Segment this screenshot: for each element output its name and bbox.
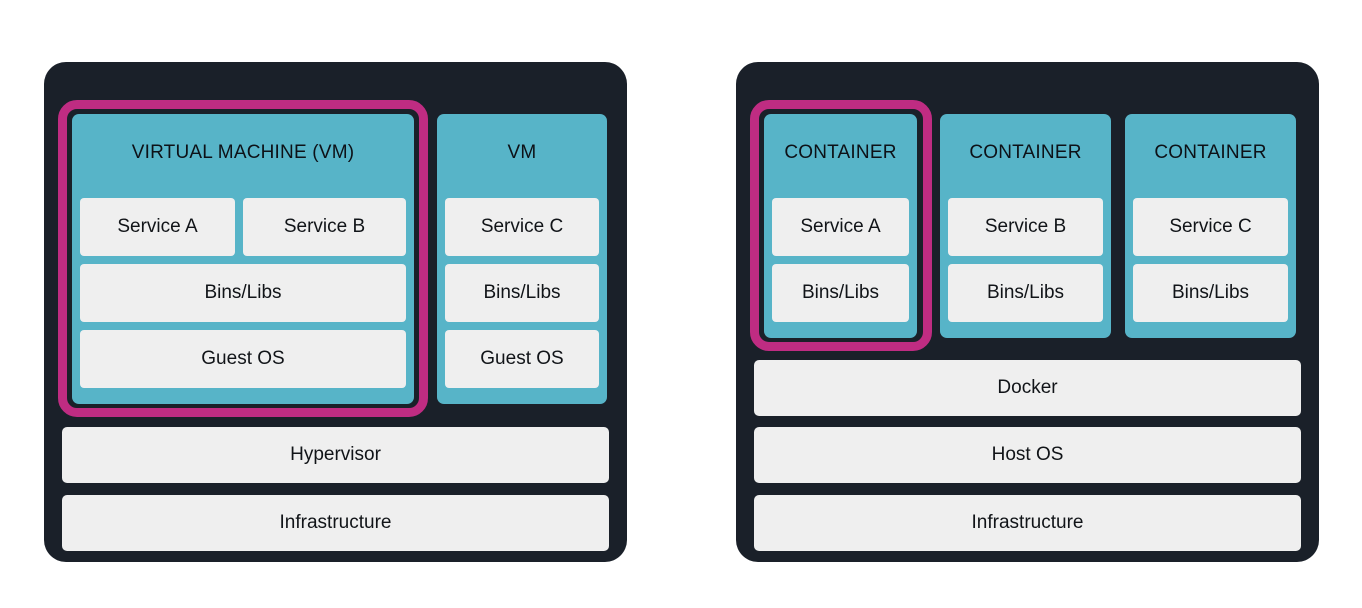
- vm-stack-1[interactable]: VIRTUAL MACHINE (VM) Service A Service B…: [72, 114, 414, 404]
- container-stack-1-binslibs[interactable]: Bins/Libs: [772, 264, 909, 322]
- container-stack-1[interactable]: CONTAINER Service A Bins/Libs: [764, 114, 917, 338]
- docker-bar[interactable]: Docker: [754, 360, 1301, 416]
- container-stack-2-binslibs[interactable]: Bins/Libs: [948, 264, 1103, 322]
- vm-stack-1-header: VIRTUAL MACHINE (VM): [131, 142, 355, 163]
- vm-stack-1-service-b[interactable]: Service B: [243, 198, 406, 256]
- container-infrastructure-bar[interactable]: Infrastructure: [754, 495, 1301, 551]
- vm-stack-2-service-c[interactable]: Service C: [445, 198, 599, 256]
- vm-infrastructure-bar[interactable]: Infrastructure: [62, 495, 609, 551]
- container-stack-3-header: CONTAINER: [1154, 142, 1267, 163]
- container-stack-3[interactable]: CONTAINER Service C Bins/Libs: [1125, 114, 1296, 338]
- container-stack-3-binslibs[interactable]: Bins/Libs: [1133, 264, 1288, 322]
- vm-stack-1-binslibs[interactable]: Bins/Libs: [80, 264, 406, 322]
- host-os-bar[interactable]: Host OS: [754, 427, 1301, 483]
- container-stack-2-header: CONTAINER: [969, 142, 1082, 163]
- vm-stack-2[interactable]: VM Service C Bins/Libs Guest OS: [437, 114, 607, 404]
- container-stack-2-service-b[interactable]: Service B: [948, 198, 1103, 256]
- container-stack-3-service-c[interactable]: Service C: [1133, 198, 1288, 256]
- container-stack-1-header: CONTAINER: [784, 142, 897, 163]
- hypervisor-bar[interactable]: Hypervisor: [62, 427, 609, 483]
- container-stack-2[interactable]: CONTAINER Service B Bins/Libs: [940, 114, 1111, 338]
- container-stack-1-service-a[interactable]: Service A: [772, 198, 909, 256]
- vm-stack-2-guest-os[interactable]: Guest OS: [445, 330, 599, 388]
- vm-stack-1-guest-os[interactable]: Guest OS: [80, 330, 406, 388]
- vm-stack-1-service-a[interactable]: Service A: [80, 198, 235, 256]
- vm-stack-2-binslibs[interactable]: Bins/Libs: [445, 264, 599, 322]
- vm-stack-2-header: VM: [507, 142, 537, 163]
